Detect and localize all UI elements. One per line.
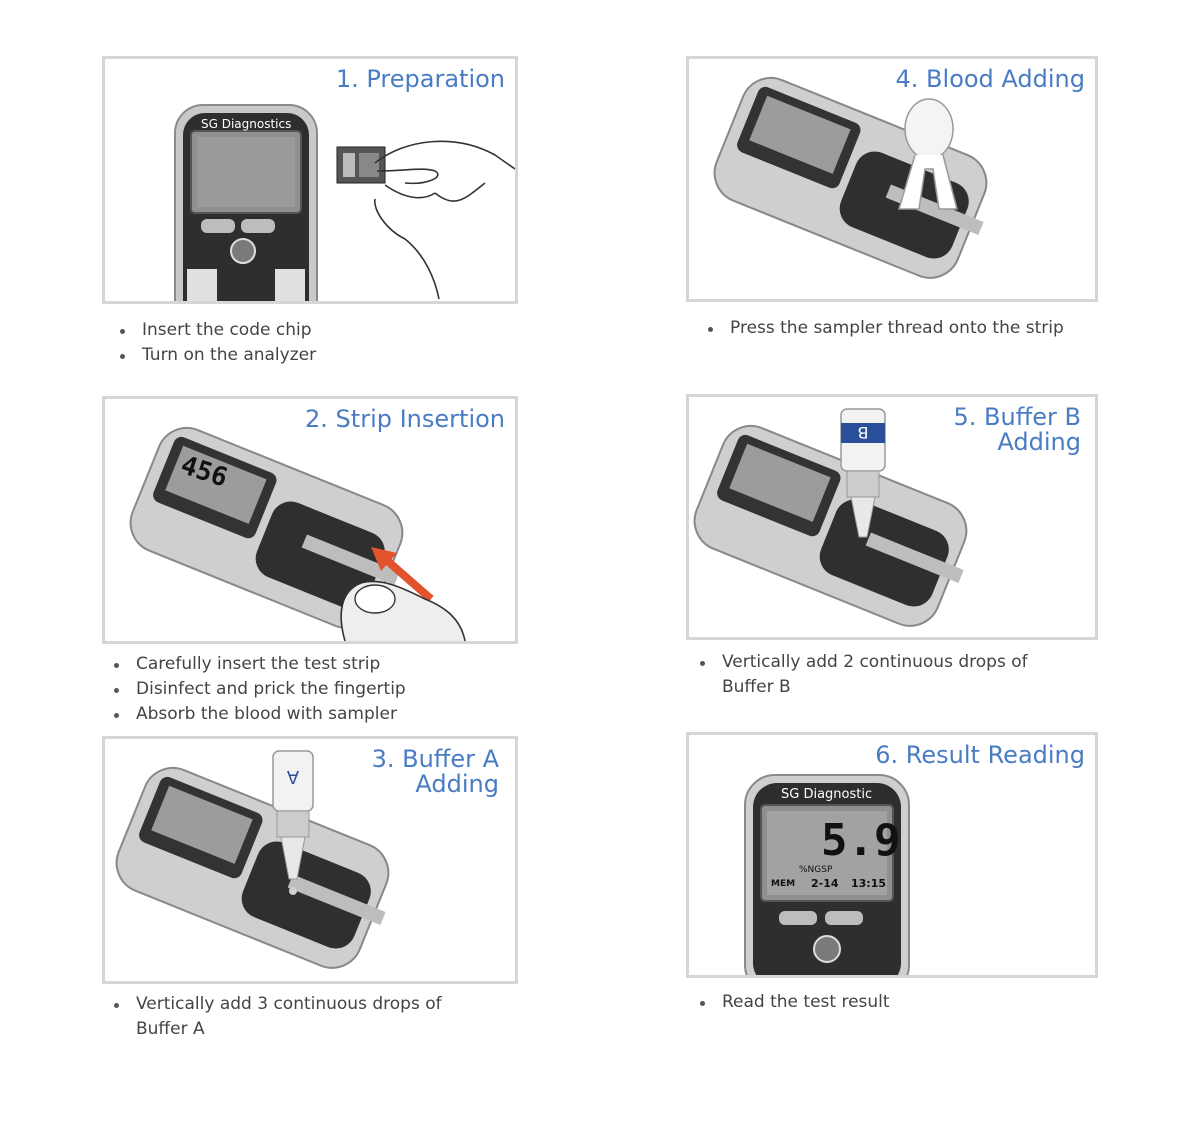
step-card-result-reading: SG Diagnostic 5.9 %NGSP MEM 2-14 13:15 6… — [686, 732, 1098, 978]
step-card-preparation: 1. Preparation SG Diagnostics — [102, 56, 518, 304]
step-title: 3. Buffer A Adding — [371, 745, 499, 798]
result-value: 5.9 — [821, 815, 901, 866]
list-item: Carefully insert the test strip — [108, 652, 508, 677]
step-title: 1. Preparation — [335, 65, 505, 93]
list-item: Absorb the blood with sampler — [108, 702, 508, 727]
result-unit: %NGSP — [799, 865, 833, 875]
analyzer-buffer-b-illustration: B — [693, 408, 968, 627]
step-card-strip-insertion: 456 2. Strip Insertion — [102, 396, 518, 644]
step-title: 6. Result Reading — [875, 741, 1085, 769]
step-title: 2. Strip Insertion — [305, 405, 505, 433]
list-item: Press the sampler thread onto the strip — [702, 316, 1092, 341]
list-item: Turn on the analyzer — [114, 343, 494, 368]
result-date: 2-14 — [811, 877, 839, 890]
result-mem: MEM — [771, 879, 796, 889]
step-instructions: Carefully insert the test strip Disinfec… — [108, 652, 508, 727]
step-card-blood-adding: 4. Blood Adding — [686, 56, 1098, 302]
step-instructions: Read the test result — [694, 990, 1074, 1015]
analyzer-buffer-a-illustration: A — [115, 750, 390, 969]
list-item: Insert the code chip — [114, 318, 494, 343]
list-item: Disinfect and prick the fingertip — [108, 677, 508, 702]
step-card-buffer-b: B 5. Buffer B Adding — [686, 394, 1098, 640]
device-brand-label: SG Diagnostic — [781, 787, 873, 802]
step-title: 5. Buffer B Adding — [953, 403, 1081, 456]
step-instructions: Vertically add 2 continuous drops of Buf… — [694, 650, 1054, 700]
list-item: Vertically add 3 continuous drops of Buf… — [108, 992, 468, 1042]
vial-label: A — [286, 766, 299, 787]
analyzer-strip-illustration: 456 — [129, 426, 466, 641]
result-time: 13:15 — [851, 877, 887, 890]
device-brand-label: SG Diagnostics — [201, 117, 292, 131]
vial-label: B — [858, 423, 869, 442]
analyzer-illustration — [174, 104, 515, 301]
step-title: 4. Blood Adding — [895, 65, 1085, 93]
step-instructions: Press the sampler thread onto the strip — [702, 316, 1092, 341]
step-instructions: Vertically add 3 continuous drops of Buf… — [108, 992, 468, 1042]
step-instructions: Insert the code chip Turn on the analyze… — [114, 318, 494, 368]
analyzer-sampler-illustration — [713, 76, 988, 279]
step-card-buffer-a: A 3. Buffer A Adding — [102, 736, 518, 984]
list-item: Read the test result — [694, 990, 1074, 1015]
list-item: Vertically add 2 continuous drops of Buf… — [694, 650, 1054, 700]
analyzer-result-illustration — [744, 774, 910, 975]
